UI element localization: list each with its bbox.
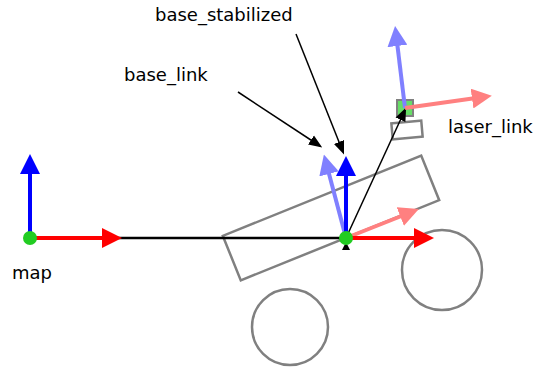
base-to-laser-vector (346, 110, 405, 238)
front-wheel (402, 230, 482, 310)
map-to-base-line (30, 237, 346, 240)
map-x-axis (30, 236, 106, 240)
base-origin (339, 231, 353, 245)
frame-label: map (12, 262, 52, 284)
laser-link-x-axis (405, 98, 476, 108)
laser-link-z-axis (397, 42, 405, 108)
rear-wheel (252, 289, 328, 365)
base-stabilized-z-axis (344, 172, 348, 238)
base-link-z-axis (328, 170, 346, 238)
base-stabilized-x-axis (346, 236, 418, 240)
map-z-axis (28, 170, 32, 238)
leader-line (238, 92, 320, 146)
map-origin (23, 231, 37, 245)
robot-body (223, 156, 439, 281)
frame-label: base_stabilized (155, 4, 293, 26)
frame-label: laser_link (448, 116, 533, 138)
frame-label: base_link (124, 64, 208, 86)
